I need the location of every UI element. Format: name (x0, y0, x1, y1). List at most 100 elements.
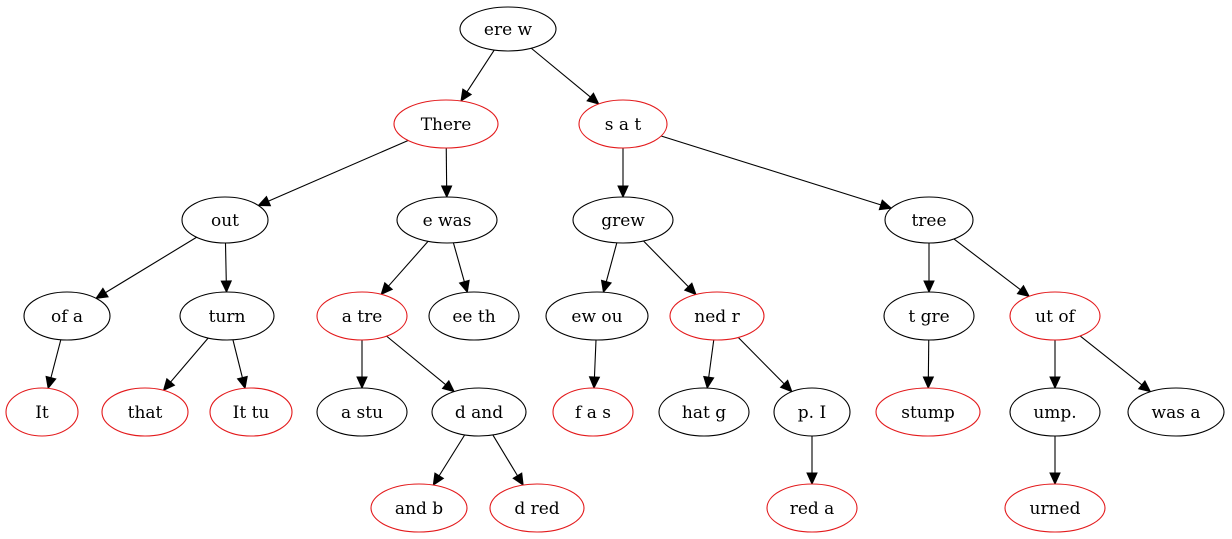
arrowhead-icon (1049, 472, 1061, 486)
edge-n1-n3 (257, 139, 409, 207)
node-label: t gre (908, 307, 949, 327)
edge-n6-n13 (923, 243, 935, 294)
edge-line (452, 242, 465, 282)
node-label: urned (1030, 499, 1081, 519)
edge-n7-n15 (45, 339, 62, 390)
edge-n2-n6 (660, 135, 893, 211)
tree-node: s a t (578, 99, 668, 149)
tree-node: red a (766, 483, 858, 533)
edge-line (50, 339, 62, 378)
tree-node: and b (370, 483, 468, 533)
node-ellipse (209, 387, 293, 437)
node-ellipse (5, 387, 79, 437)
tree-node: ut of (1009, 291, 1101, 341)
tree-node: grew (572, 196, 674, 244)
edge-n13-n23 (922, 339, 935, 390)
node-ellipse (1004, 483, 1106, 533)
arrowhead-icon (236, 375, 248, 390)
edge-n0-n1 (460, 49, 495, 103)
tree-node: t gre (883, 291, 975, 341)
node-label: turn (209, 307, 246, 327)
node-ellipse (459, 6, 557, 52)
node-label: e was (423, 211, 472, 231)
edge-line (105, 236, 197, 294)
edge-n9-n19 (386, 335, 456, 393)
tree-node: a stu (316, 387, 408, 437)
node-ellipse (489, 483, 585, 533)
arrowhead-icon (923, 280, 935, 294)
edge-n14-n25 (1079, 335, 1152, 393)
tree-node: tree (884, 196, 974, 244)
arrowhead-icon (703, 375, 715, 390)
edge-line (605, 242, 618, 282)
arrowhead-icon (586, 92, 600, 105)
tree-node: It (5, 387, 79, 437)
tree-node: It tu (209, 387, 293, 437)
edge-n2-n5 (617, 148, 629, 199)
edge-line (660, 135, 881, 206)
edge-line (530, 47, 591, 98)
node-label: p. I (798, 403, 826, 423)
arrowhead-icon (257, 195, 272, 207)
arrowhead-icon (683, 282, 697, 296)
node-ellipse (572, 196, 674, 244)
node-label: s a t (605, 115, 642, 135)
edge-line (737, 337, 785, 385)
node-label: ned r (694, 307, 740, 327)
edge-line (1079, 335, 1143, 386)
node-label: red a (790, 499, 835, 519)
edge-n4-n10 (452, 242, 470, 294)
arrowhead-icon (380, 281, 394, 296)
node-ellipse (669, 291, 765, 341)
edge-n14-n24 (1049, 340, 1061, 390)
tree-node: ned r (669, 291, 765, 341)
arrowhead-icon (95, 287, 109, 299)
edge-line (388, 240, 429, 287)
node-ellipse (393, 99, 499, 149)
tree-node: turn (179, 291, 275, 341)
edge-n0-n2 (530, 47, 600, 105)
node-label: ut of (1035, 307, 1076, 327)
arrowhead-icon (45, 375, 57, 390)
arrowhead-icon (878, 199, 893, 211)
edges-layer (45, 47, 1152, 487)
edge-line (170, 337, 209, 383)
edge-n4-n9 (380, 240, 429, 296)
edge-n5-n11 (600, 242, 618, 294)
node-label: and b (395, 499, 443, 519)
node-label: ee th (452, 307, 495, 327)
node-ellipse (883, 291, 975, 341)
edge-line (593, 339, 597, 378)
tree-node: out (181, 196, 269, 244)
node-label: hat g (682, 403, 726, 423)
node-label: There (421, 115, 472, 135)
node-ellipse (545, 291, 649, 341)
tree-node: ee th (428, 291, 520, 341)
edge-n3-n7 (95, 236, 197, 299)
node-label: a stu (341, 403, 383, 423)
arrowhead-icon (356, 376, 368, 390)
tree-node: stump (875, 387, 981, 437)
edge-line (643, 240, 689, 288)
tree-node: ump. (1009, 387, 1101, 437)
edge-n11-n20 (588, 339, 601, 390)
node-label: of a (51, 307, 83, 327)
arrowhead-icon (162, 377, 176, 392)
tree-node: f a s (552, 387, 634, 437)
arrowhead-icon (806, 472, 818, 486)
arrowhead-icon (1049, 376, 1061, 390)
edge-n19-n27 (492, 434, 524, 487)
node-ellipse (101, 387, 189, 437)
node-ellipse (773, 387, 851, 437)
arrowhead-icon (1137, 380, 1152, 393)
edge-line (438, 434, 466, 477)
arrowhead-icon (617, 185, 629, 199)
tree-node: that (101, 387, 189, 437)
node-ellipse (370, 483, 468, 533)
tree-node: d and (431, 387, 527, 437)
node-ellipse (578, 99, 668, 149)
edge-line (708, 339, 715, 378)
arrowhead-icon (1016, 284, 1031, 298)
